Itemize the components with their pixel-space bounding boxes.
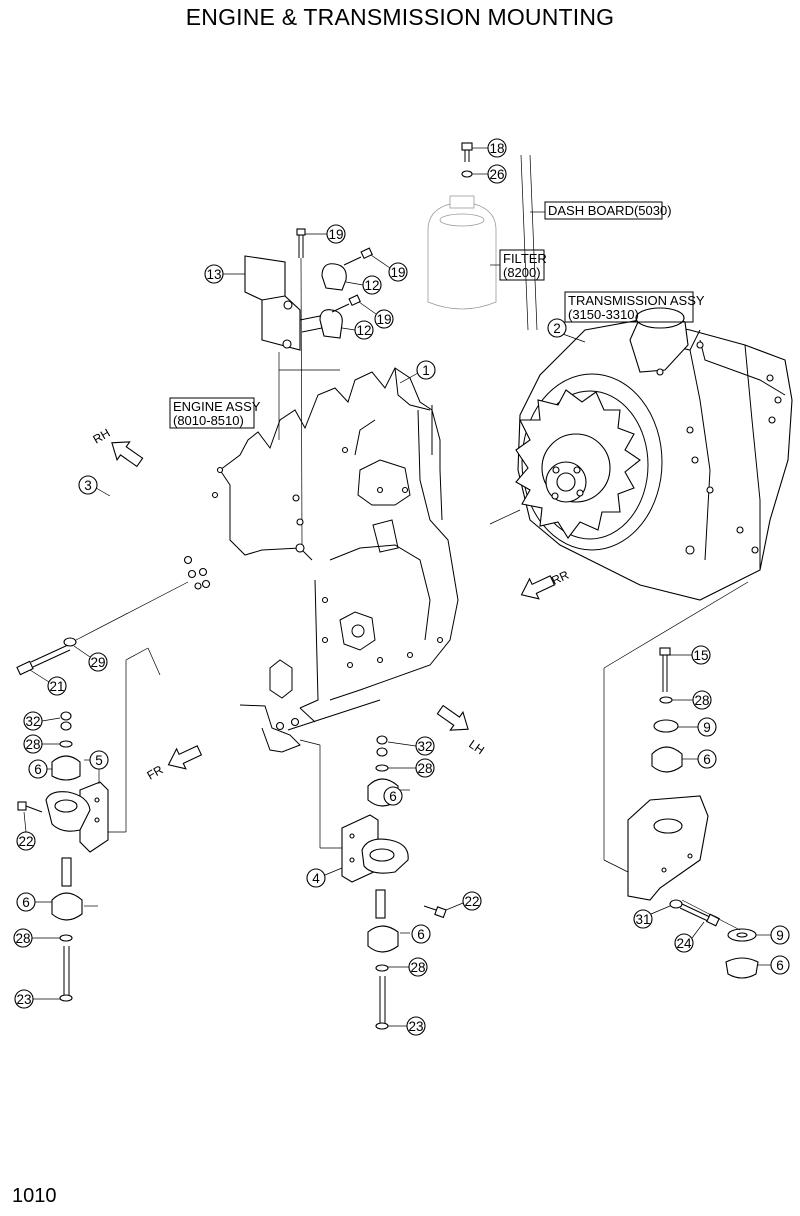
bolt-22-left [17,801,43,813]
transmission-drive-cylinder [629,307,689,373]
right-mount-upper-stack [651,696,683,773]
callout-19-c: 19 [376,312,391,327]
callout-28-b: 28 [15,931,30,946]
page-number: 1010 [12,1185,57,1207]
callout-18: 18 [489,141,504,156]
bolt-22-center [423,905,447,919]
label-lh: LH [466,737,487,757]
center-mount-lower-stack [367,889,399,1030]
filter-label: FILTER (8200) [490,249,547,281]
callout-28-a: 28 [25,737,40,752]
page-title: ENGINE & TRANSMISSION MOUNTING [185,4,615,30]
callout-26: 26 [489,167,504,182]
bracket-13 [244,255,323,351]
callout-6-c: 6 [389,789,397,804]
callout-6-d: 6 [417,927,425,942]
bolt-19-vertical [296,228,306,258]
callout-21: 21 [49,679,64,694]
right-mount-lower-stack [725,928,759,979]
callout-19-b: 19 [390,265,405,280]
callout-23-a: 23 [16,992,31,1007]
callout-28-c: 28 [417,761,432,776]
callout-19-a: 19 [328,227,343,242]
transmission-housing [517,319,793,601]
bolt-15 [659,647,671,692]
washer-26 [461,170,473,178]
engine-label: ENGINE ASSY (8010-8510) [169,397,261,429]
callout-24: 24 [676,936,692,951]
rear-bracket [627,795,709,901]
callout-6-b: 6 [22,895,30,910]
bracket-5 [45,781,109,853]
filter-outline [427,195,497,310]
callout-6-a: 6 [34,762,42,777]
callout-5: 5 [95,753,103,768]
callout-4: 4 [312,871,320,886]
label-rr: RR [549,568,571,588]
callout-6-e: 6 [703,752,711,767]
arrow-rh [111,441,144,468]
callout-2: 2 [553,321,561,336]
callout-32-b: 32 [417,739,432,754]
bolt-21 [16,644,71,676]
clamp-12-upper [321,263,347,291]
arrow-lh [436,704,469,731]
callout-22-b: 22 [464,894,479,909]
callout-1: 1 [422,363,430,378]
callout-12-a: 12 [364,278,379,293]
bolt-19-right-a [343,247,373,266]
dash-board-text: DASH BOARD(5030) [548,203,672,218]
callout-28-d: 28 [410,960,425,975]
left-mount-lower-stack [51,857,83,1002]
callout-3: 3 [84,478,92,493]
callout-32-a: 32 [25,714,40,729]
callout-31: 31 [635,912,650,927]
bolt-19-right-b [331,294,361,313]
transmission-label: TRANSMISSION ASSY (3150-3310) [564,291,705,323]
filter-text: FILTER [503,251,547,266]
clamp-12-lower [319,309,343,339]
callout-22-a: 22 [18,834,33,849]
callout-9-a: 9 [703,720,711,735]
engine-side-bolts [183,555,211,590]
bracket-4 [341,814,409,883]
callout-13: 13 [206,267,221,282]
arrow-rr [520,575,556,600]
transmission-text: TRANSMISSION ASSY [568,293,705,308]
transmission-ref-text: (3150-3310) [568,307,639,322]
dash-board-label: DASH BOARD(5030) [530,201,672,220]
callout-23-b: 23 [408,1019,423,1034]
callout-12-b: 12 [356,323,371,338]
callout-29: 29 [90,655,105,670]
left-mount-upper-stack [51,711,81,781]
callout-28-e: 28 [694,693,709,708]
callout-15: 15 [693,648,708,663]
label-fr: FR [145,762,166,782]
bolt-18 [461,142,473,162]
arrow-fr [167,745,203,770]
filter-ref-text: (8200) [503,265,541,280]
callouts: 1 2 3 4 5 6 6 6 6 6 [13,138,790,1036]
washer-29 [63,637,77,647]
bolt-24 [669,899,720,927]
transmission-bolts [656,341,782,555]
flex-plate [515,389,641,539]
dash-board-outline [520,154,538,331]
label-rh: RH [91,426,113,447]
engine-block [211,367,459,753]
callout-9-b: 9 [776,928,784,943]
engine-ref-text: (8010-8510) [173,413,244,428]
engine-text: ENGINE ASSY [173,399,261,414]
callout-6-f: 6 [776,958,784,973]
